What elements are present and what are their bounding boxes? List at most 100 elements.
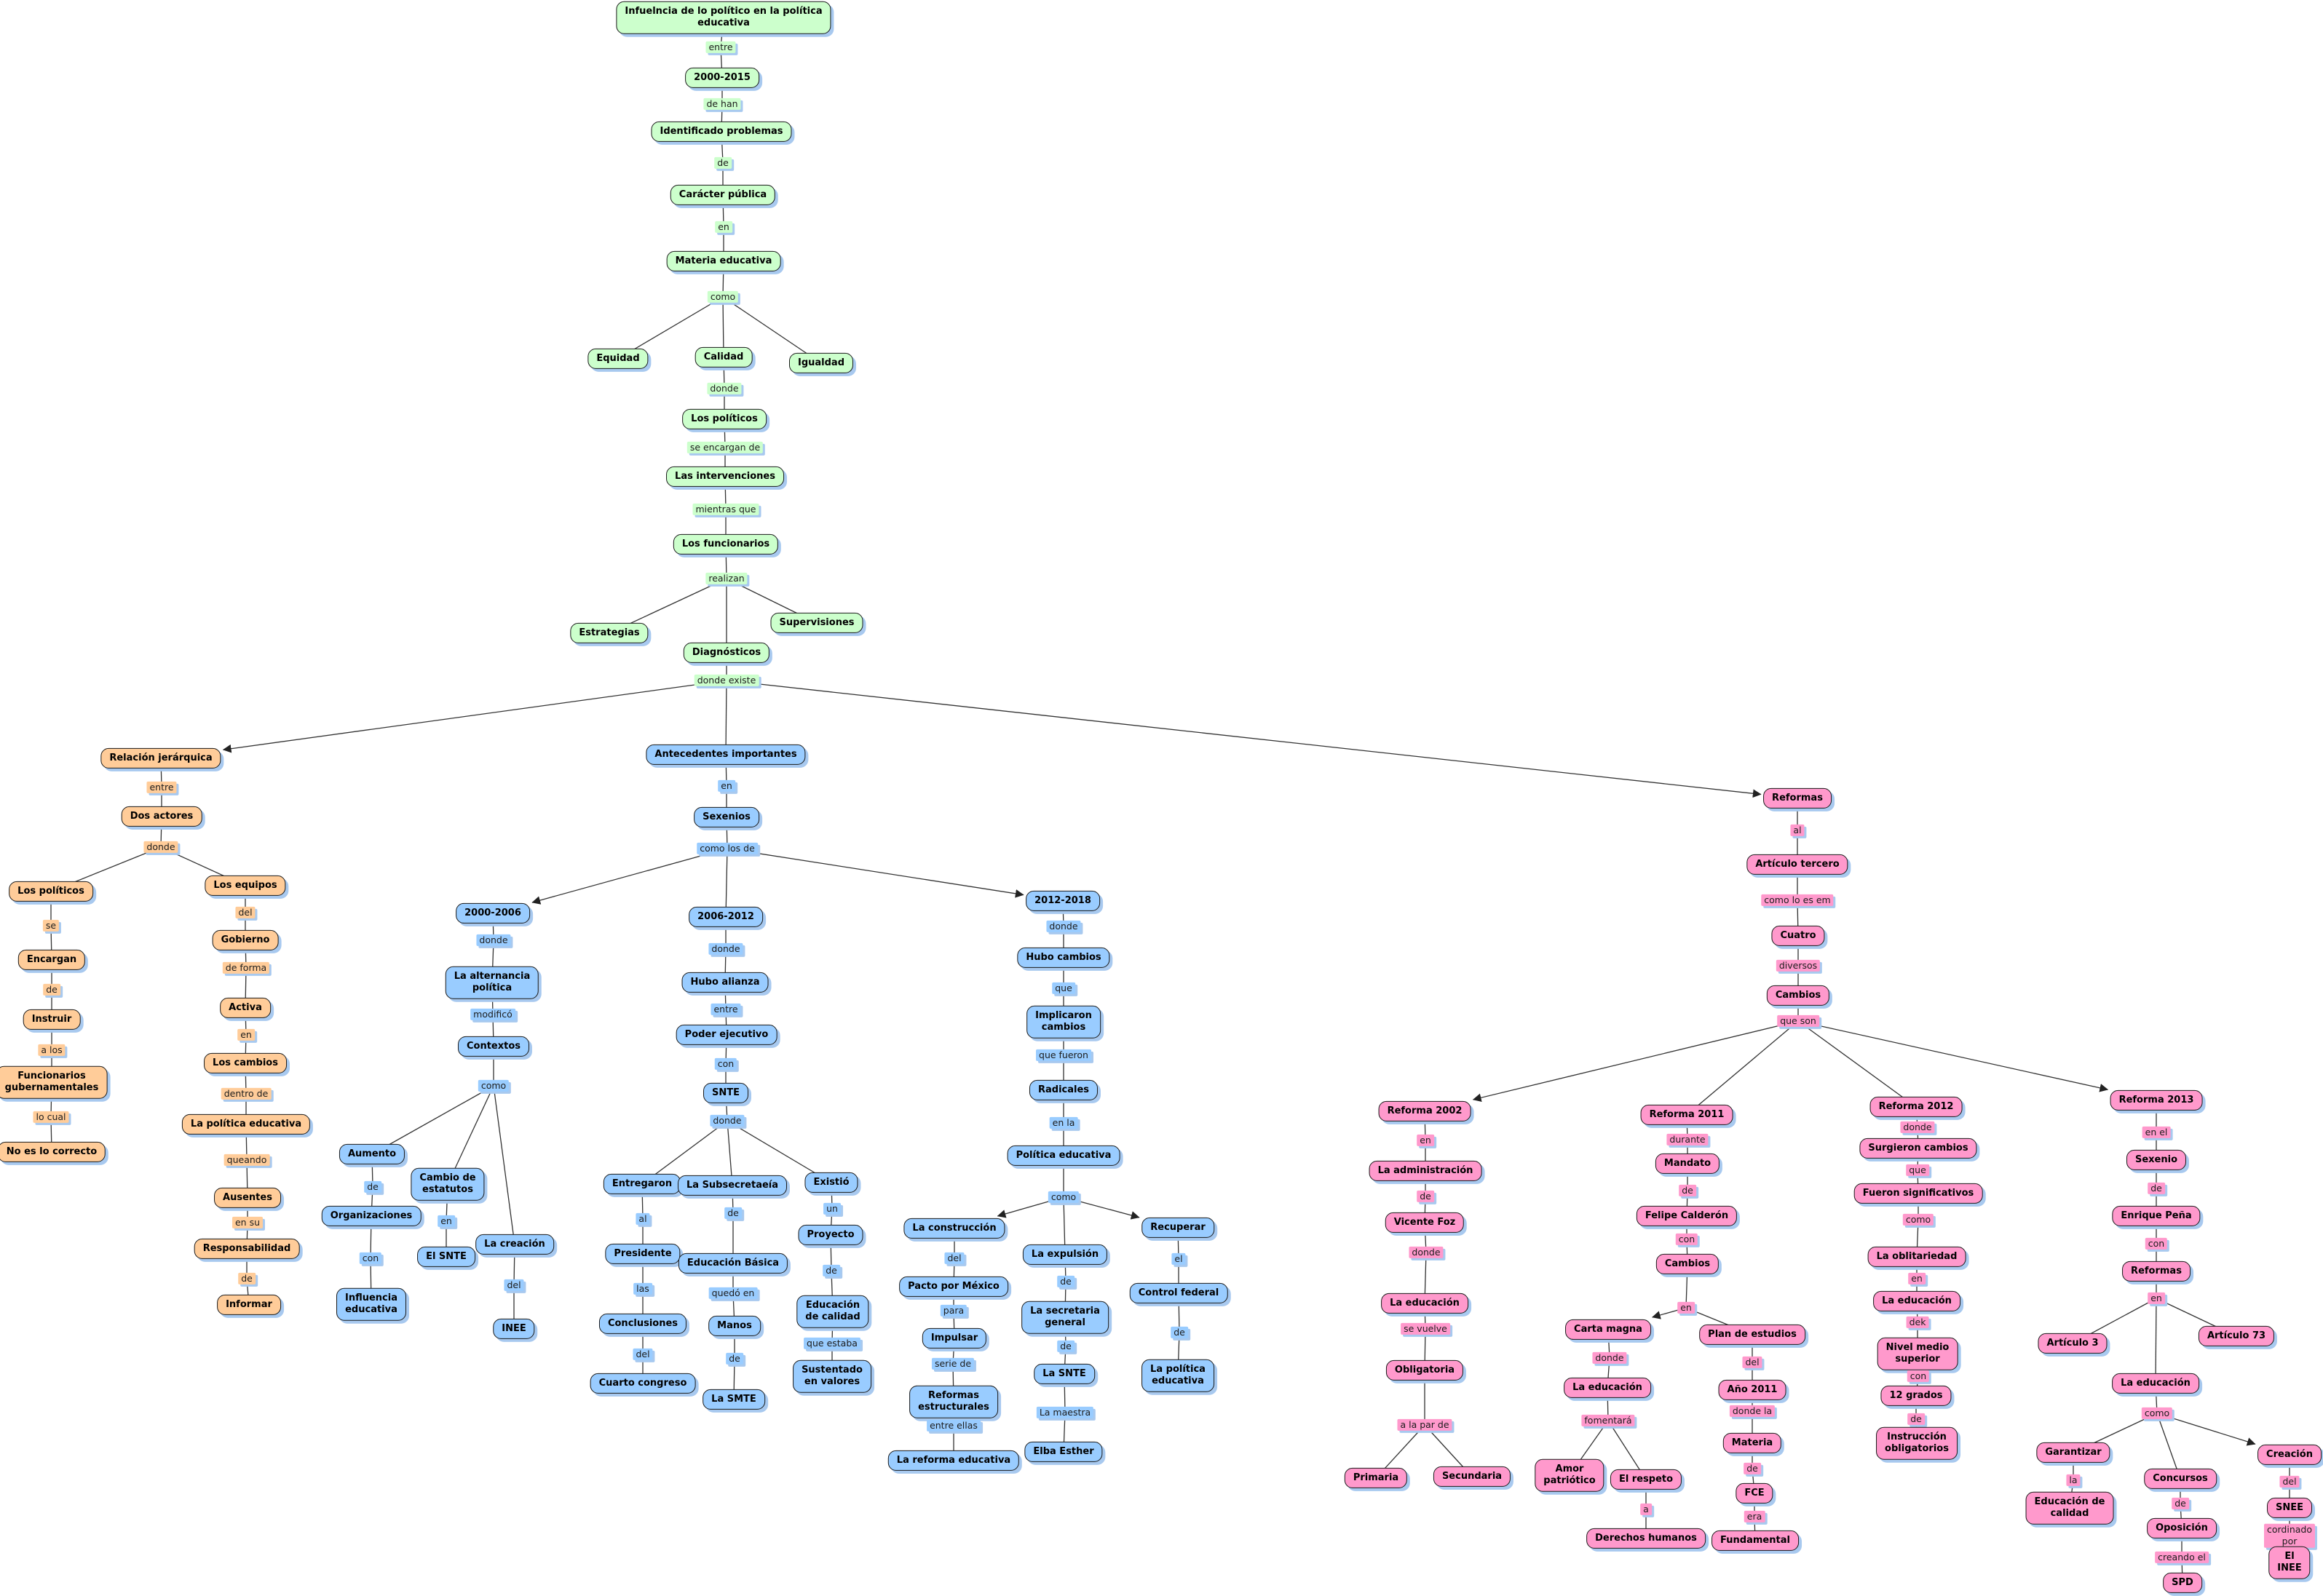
concept-node[interactable]: La Subsecretaeía xyxy=(677,1175,788,1196)
concept-node[interactable]: Contextos xyxy=(457,1036,530,1057)
link-label[interactable]: entre xyxy=(146,781,177,794)
link-label[interactable]: de xyxy=(823,1264,840,1277)
link-label[interactable]: en xyxy=(1677,1301,1695,1314)
concept-node[interactable]: Dos actores xyxy=(121,806,202,827)
concept-node[interactable]: Felipe Calderón xyxy=(1636,1205,1738,1227)
concept-node[interactable]: Calidad xyxy=(694,346,753,368)
link-label[interactable]: queando xyxy=(223,1154,270,1167)
concept-node[interactable]: Surgieron cambios xyxy=(1859,1138,1977,1159)
concept-node[interactable]: Elba Esther xyxy=(1024,1441,1103,1463)
link-label[interactable]: lo cual xyxy=(33,1111,69,1124)
link-label[interactable]: de xyxy=(364,1180,381,1194)
link-label[interactable]: del xyxy=(235,906,256,919)
link-label[interactable]: que xyxy=(1906,1164,1929,1177)
concept-node[interactable]: Igualdad xyxy=(788,352,854,374)
link-label[interactable]: donde xyxy=(708,942,743,956)
concept-node[interactable]: Infuelncia de lo político en la política… xyxy=(616,1,831,34)
link-label[interactable]: que xyxy=(1052,982,1075,995)
concept-node[interactable]: 12 grados xyxy=(1880,1385,1952,1407)
link-label[interactable]: durante xyxy=(1666,1133,1709,1146)
concept-node[interactable]: Control federal xyxy=(1129,1282,1228,1304)
concept-node[interactable]: Hubo alianza xyxy=(681,972,769,993)
concept-node[interactable]: Sustentado en valores xyxy=(793,1359,871,1393)
link-label[interactable]: donde existe xyxy=(694,674,759,687)
concept-node[interactable]: Enrique Peña xyxy=(2112,1205,2201,1227)
concept-node[interactable]: La educación xyxy=(2112,1373,2199,1394)
link-label[interactable]: donde xyxy=(707,382,742,395)
concept-node[interactable]: Año 2011 xyxy=(1718,1379,1786,1401)
link-label[interactable]: en xyxy=(1908,1272,1926,1285)
link-label[interactable]: se xyxy=(42,919,60,932)
concept-node[interactable]: La política educativa xyxy=(1141,1359,1214,1392)
concept-node[interactable]: Primaria xyxy=(1344,1467,1408,1489)
link-label[interactable]: de xyxy=(724,1207,742,1220)
link-label[interactable]: a los xyxy=(38,1044,66,1057)
link-label[interactable]: de xyxy=(1744,1462,1761,1475)
concept-node[interactable]: La creación xyxy=(475,1234,554,1255)
link-label[interactable]: del xyxy=(2279,1475,2300,1488)
concept-node[interactable]: Impulsar xyxy=(922,1327,987,1349)
concept-node[interactable]: Fundamental xyxy=(1711,1530,1799,1552)
concept-node[interactable]: Materia educativa xyxy=(666,250,781,272)
concept-node[interactable]: Los equipos xyxy=(205,875,286,897)
link-label[interactable]: diversos xyxy=(1776,959,1821,972)
concept-node[interactable]: Cuatro xyxy=(1771,925,1825,947)
concept-node[interactable]: Educación Básica xyxy=(678,1252,788,1274)
link-label[interactable]: donde xyxy=(1900,1121,1935,1134)
concept-node[interactable]: Los funcionarios xyxy=(673,533,779,555)
link-label[interactable]: como xyxy=(2141,1407,2173,1420)
concept-node[interactable]: Supervisiones xyxy=(770,612,863,634)
concept-node[interactable]: 2000-2006 xyxy=(456,902,530,924)
link-label[interactable]: creando el xyxy=(2155,1551,2209,1564)
concept-node[interactable]: Política educativa xyxy=(1007,1145,1120,1167)
concept-node[interactable]: Influencia educativa xyxy=(336,1287,406,1321)
link-label[interactable]: dek xyxy=(1906,1316,1929,1329)
link-label[interactable]: las xyxy=(633,1282,652,1295)
concept-node[interactable]: Materia xyxy=(1722,1432,1782,1454)
link-label[interactable]: con xyxy=(2145,1237,2168,1250)
link-label[interactable]: con xyxy=(1675,1233,1698,1246)
concept-node[interactable]: Reforma 2013 xyxy=(2110,1089,2203,1111)
concept-node[interactable]: La oblitariedad xyxy=(1867,1246,1966,1268)
link-label[interactable]: con xyxy=(359,1252,382,1265)
link-label[interactable]: donde xyxy=(1592,1351,1627,1365)
concept-node[interactable]: Existió xyxy=(804,1172,858,1194)
concept-node[interactable]: Hubo cambios xyxy=(1017,947,1110,969)
concept-node[interactable]: Presidente xyxy=(605,1243,681,1265)
concept-node[interactable]: Carta magna xyxy=(1565,1319,1651,1341)
concept-node[interactable]: Aumento xyxy=(339,1143,405,1165)
concept-node[interactable]: Diagnósticos xyxy=(683,642,770,664)
concept-node[interactable]: Los políticos xyxy=(9,881,93,902)
concept-node[interactable]: Conclusiones xyxy=(598,1313,687,1335)
link-label[interactable]: a la par de xyxy=(1397,1418,1452,1432)
concept-node[interactable]: Cambios xyxy=(1655,1253,1720,1275)
concept-node[interactable]: Cuarto congreso xyxy=(590,1373,696,1394)
concept-node[interactable]: La construcción xyxy=(903,1218,1005,1239)
concept-node[interactable]: Reforma 2012 xyxy=(1869,1096,1963,1118)
link-label[interactable]: al xyxy=(636,1212,650,1226)
link-label[interactable]: de xyxy=(714,156,732,170)
concept-node[interactable]: Recuperar xyxy=(1141,1217,1214,1239)
link-label[interactable]: cordinado por xyxy=(2263,1523,2316,1548)
concept-node[interactable]: Reformas estructurales xyxy=(909,1385,998,1418)
link-label[interactable]: entre ellas xyxy=(927,1419,981,1432)
concept-node[interactable]: Instrucción obligatorios xyxy=(1876,1426,1958,1460)
concept-node[interactable]: Artículo tercero xyxy=(1746,854,1848,876)
link-label[interactable]: de xyxy=(726,1352,743,1365)
concept-node[interactable]: Funcionarios gubernamentales xyxy=(0,1065,108,1099)
link-label[interactable]: la xyxy=(2066,1474,2081,1487)
concept-node[interactable]: Instruir xyxy=(23,1009,81,1031)
link-label[interactable]: en xyxy=(438,1215,455,1228)
concept-node[interactable]: Ausentes xyxy=(214,1187,281,1209)
link-label[interactable]: mientras que xyxy=(692,503,759,516)
concept-node[interactable]: Responsabilidad xyxy=(194,1238,300,1260)
concept-node[interactable]: La reforma educativa xyxy=(887,1450,1020,1472)
concept-node[interactable]: Creación xyxy=(2257,1444,2322,1466)
concept-node[interactable]: Derechos humanos xyxy=(1586,1528,1706,1549)
concept-node[interactable]: Obligatoria xyxy=(1385,1359,1464,1381)
concept-node[interactable]: Artículo 73 xyxy=(2198,1325,2275,1347)
concept-node[interactable]: Poder ejecutivo xyxy=(676,1024,777,1046)
concept-node[interactable]: Oposición xyxy=(2147,1517,2217,1539)
concept-node[interactable]: Educación de calidad xyxy=(2025,1491,2114,1525)
concept-node[interactable]: Plan de estudios xyxy=(1699,1324,1805,1346)
